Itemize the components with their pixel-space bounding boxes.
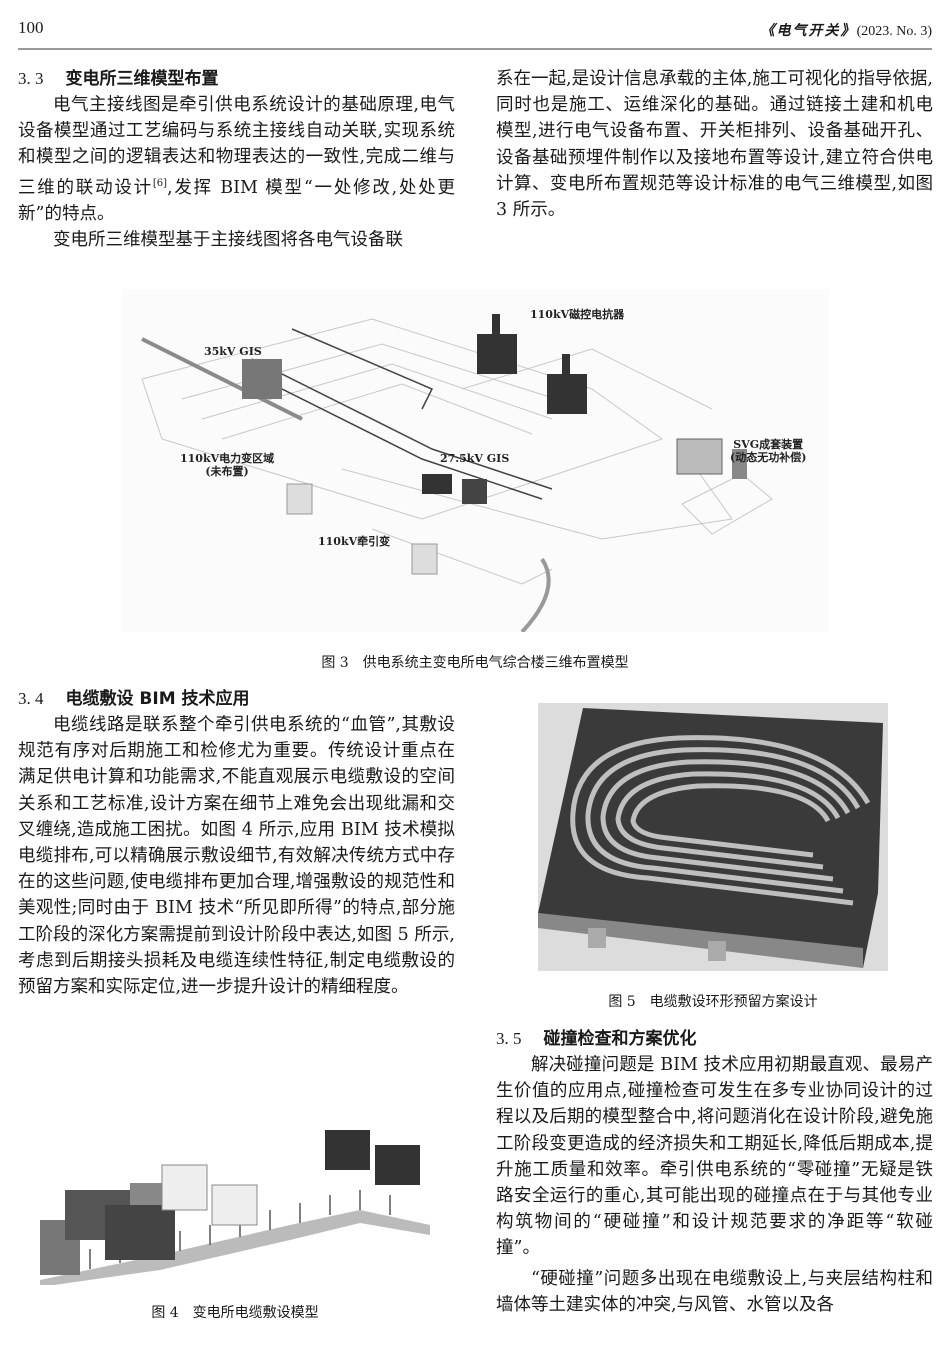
section-title: 电缆敷设 BIM 技术应用	[65, 689, 250, 709]
paragraph-text: 电气主接线图是牵引供电系统设计的基础原理,电气设备模型通过工艺编码与系统主接线自…	[18, 95, 455, 198]
figure-5-image	[538, 703, 888, 971]
ring-cable-reservation-illustration	[538, 703, 888, 971]
section-heading: 3. 5 碰撞检查和方案优化	[496, 1026, 933, 1052]
paragraph: 解决碰撞问题是 BIM 技术应用初期最直观、最易产生价值的应用点,碰撞检查可发生…	[496, 1055, 933, 1259]
figure-number: 图 3	[321, 655, 349, 671]
label-svg-device: SVG成套装置(动态无功补偿)	[730, 438, 806, 464]
label-35kv-gis: 35kV GIS	[204, 345, 262, 358]
label-line: (未布置)	[205, 465, 249, 478]
page-header: 100 《电气开关》(2023. No. 3)	[18, 14, 932, 50]
section-3-4: 3. 4 电缆敷设 BIM 技术应用 电缆线路是联系整个牵引供电系统的“血管”,其…	[18, 686, 455, 1000]
figure-caption-text: 供电系统主变电所电气综合楼三维布置模型	[362, 655, 629, 671]
figure-3-caption: 图 3 供电系统主变电所电气综合楼三维布置模型	[0, 652, 950, 672]
figure-caption-text: 变电所电缆敷设模型	[192, 1305, 319, 1321]
citation: [6]	[152, 177, 168, 189]
label-line: (动态无功补偿)	[730, 451, 807, 464]
section-title: 变电所三维模型布置	[65, 69, 219, 89]
cable-laying-model-illustration	[40, 1130, 430, 1285]
journal-info: 《电气开关》(2023. No. 3)	[761, 20, 932, 40]
page-number: 100	[18, 18, 44, 37]
section-number: 3. 5	[496, 1029, 522, 1048]
paragraph-text: ,发挥 BIM 模型“一处修改,处处更新”的特点。	[18, 177, 455, 224]
paragraph: 电气主接线图是牵引供电系统设计的基础原理,电气设备模型通过工艺编码与系统主接线自…	[18, 92, 455, 227]
figure-4-caption: 图 4 变电所电缆敷设模型	[40, 1302, 430, 1322]
journal-name: 《电气开关》	[760, 24, 857, 39]
figure-number: 图 4	[151, 1305, 179, 1321]
label-line: 110kV电力变区域	[180, 452, 275, 465]
label-110kv-traction: 110kV牵引变	[318, 535, 391, 548]
label-27-5kv-gis: 27.5kV GIS	[440, 452, 510, 465]
figure-5-caption: 图 5 电缆敷设环形预留方案设计	[538, 991, 888, 1011]
paragraph: 电缆线路是联系整个牵引供电系统的“血管”,其敷设规范有序对后期施工和检修尤为重要…	[18, 715, 455, 998]
section-number: 3. 4	[18, 689, 44, 708]
section-3-3-continued: 系在一起,是设计信息承载的主体,施工可视化的指导依据,同时也是施工、运维深化的基…	[496, 66, 933, 223]
section-title: 碰撞检查和方案优化	[543, 1029, 697, 1049]
label-110kv-power-area: 110kV电力变区域(未布置)	[180, 452, 274, 478]
section-heading: 3. 4 电缆敷设 BIM 技术应用	[18, 686, 455, 712]
figure-4-image	[40, 1115, 430, 1285]
label-110kv-reactor: 110kV磁控电抗器	[530, 308, 625, 321]
paragraph: “硬碰撞”问题多出现在电缆敷设上,与夹层结构柱和墙体等土建实体的冲突,与风管、水…	[496, 1268, 933, 1315]
label-line: SVG成套装置	[733, 438, 804, 451]
paragraph: 系在一起,是设计信息承载的主体,施工可视化的指导依据,同时也是施工、运维深化的基…	[496, 69, 933, 221]
figure-3-image: 35kV GIS 110kV磁控电抗器 110kV电力变区域(未布置) 27.5…	[122, 289, 829, 632]
figure-number: 图 5	[608, 994, 636, 1010]
section-3-3: 3. 3 变电所三维模型布置 电气主接线图是牵引供电系统设计的基础原理,电气设备模…	[18, 66, 455, 253]
section-number: 3. 3	[18, 69, 44, 88]
paragraph: 变电所三维模型基于主接线图将各电气设备联	[53, 229, 403, 250]
section-heading: 3. 3 变电所三维模型布置	[18, 66, 455, 92]
figure-caption-text: 电缆敷设环形预留方案设计	[649, 994, 818, 1010]
journal-issue: (2023. No. 3)	[856, 24, 932, 39]
substation-3d-model-illustration	[122, 289, 829, 632]
section-3-5: 3. 5 碰撞检查和方案优化 解决碰撞问题是 BIM 技术应用初期最直观、最易产生…	[496, 1026, 933, 1318]
